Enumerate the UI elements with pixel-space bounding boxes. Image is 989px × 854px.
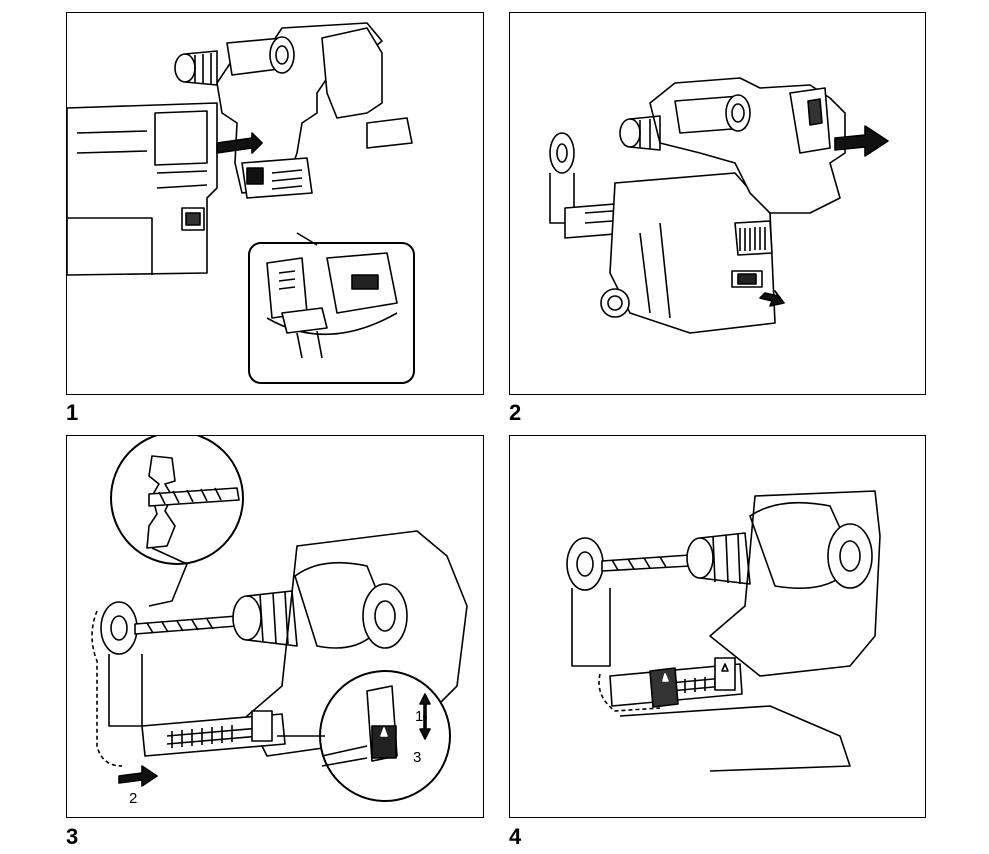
- figure-4-illustration: [566, 490, 881, 772]
- figure-2-illustration: [549, 77, 889, 334]
- figure-4-number: 4: [509, 824, 522, 849]
- figure-4-panel: [509, 435, 926, 818]
- figure-3-number: 3: [66, 824, 79, 849]
- figure-1-illustration: [67, 22, 415, 384]
- figure-2-panel: [509, 12, 926, 395]
- figure-3-panel: 1 2 3: [66, 435, 484, 818]
- figure-3-callout-2: 2: [129, 790, 138, 807]
- figure-1-panel: [66, 12, 484, 395]
- figure-3-illustration: [91, 436, 468, 802]
- figure-2-number: 2: [509, 400, 522, 425]
- figure-3-callout-1: 1: [415, 708, 424, 725]
- figure-1-number: 1: [66, 400, 79, 425]
- figure-3-callout-3: 3: [413, 749, 422, 766]
